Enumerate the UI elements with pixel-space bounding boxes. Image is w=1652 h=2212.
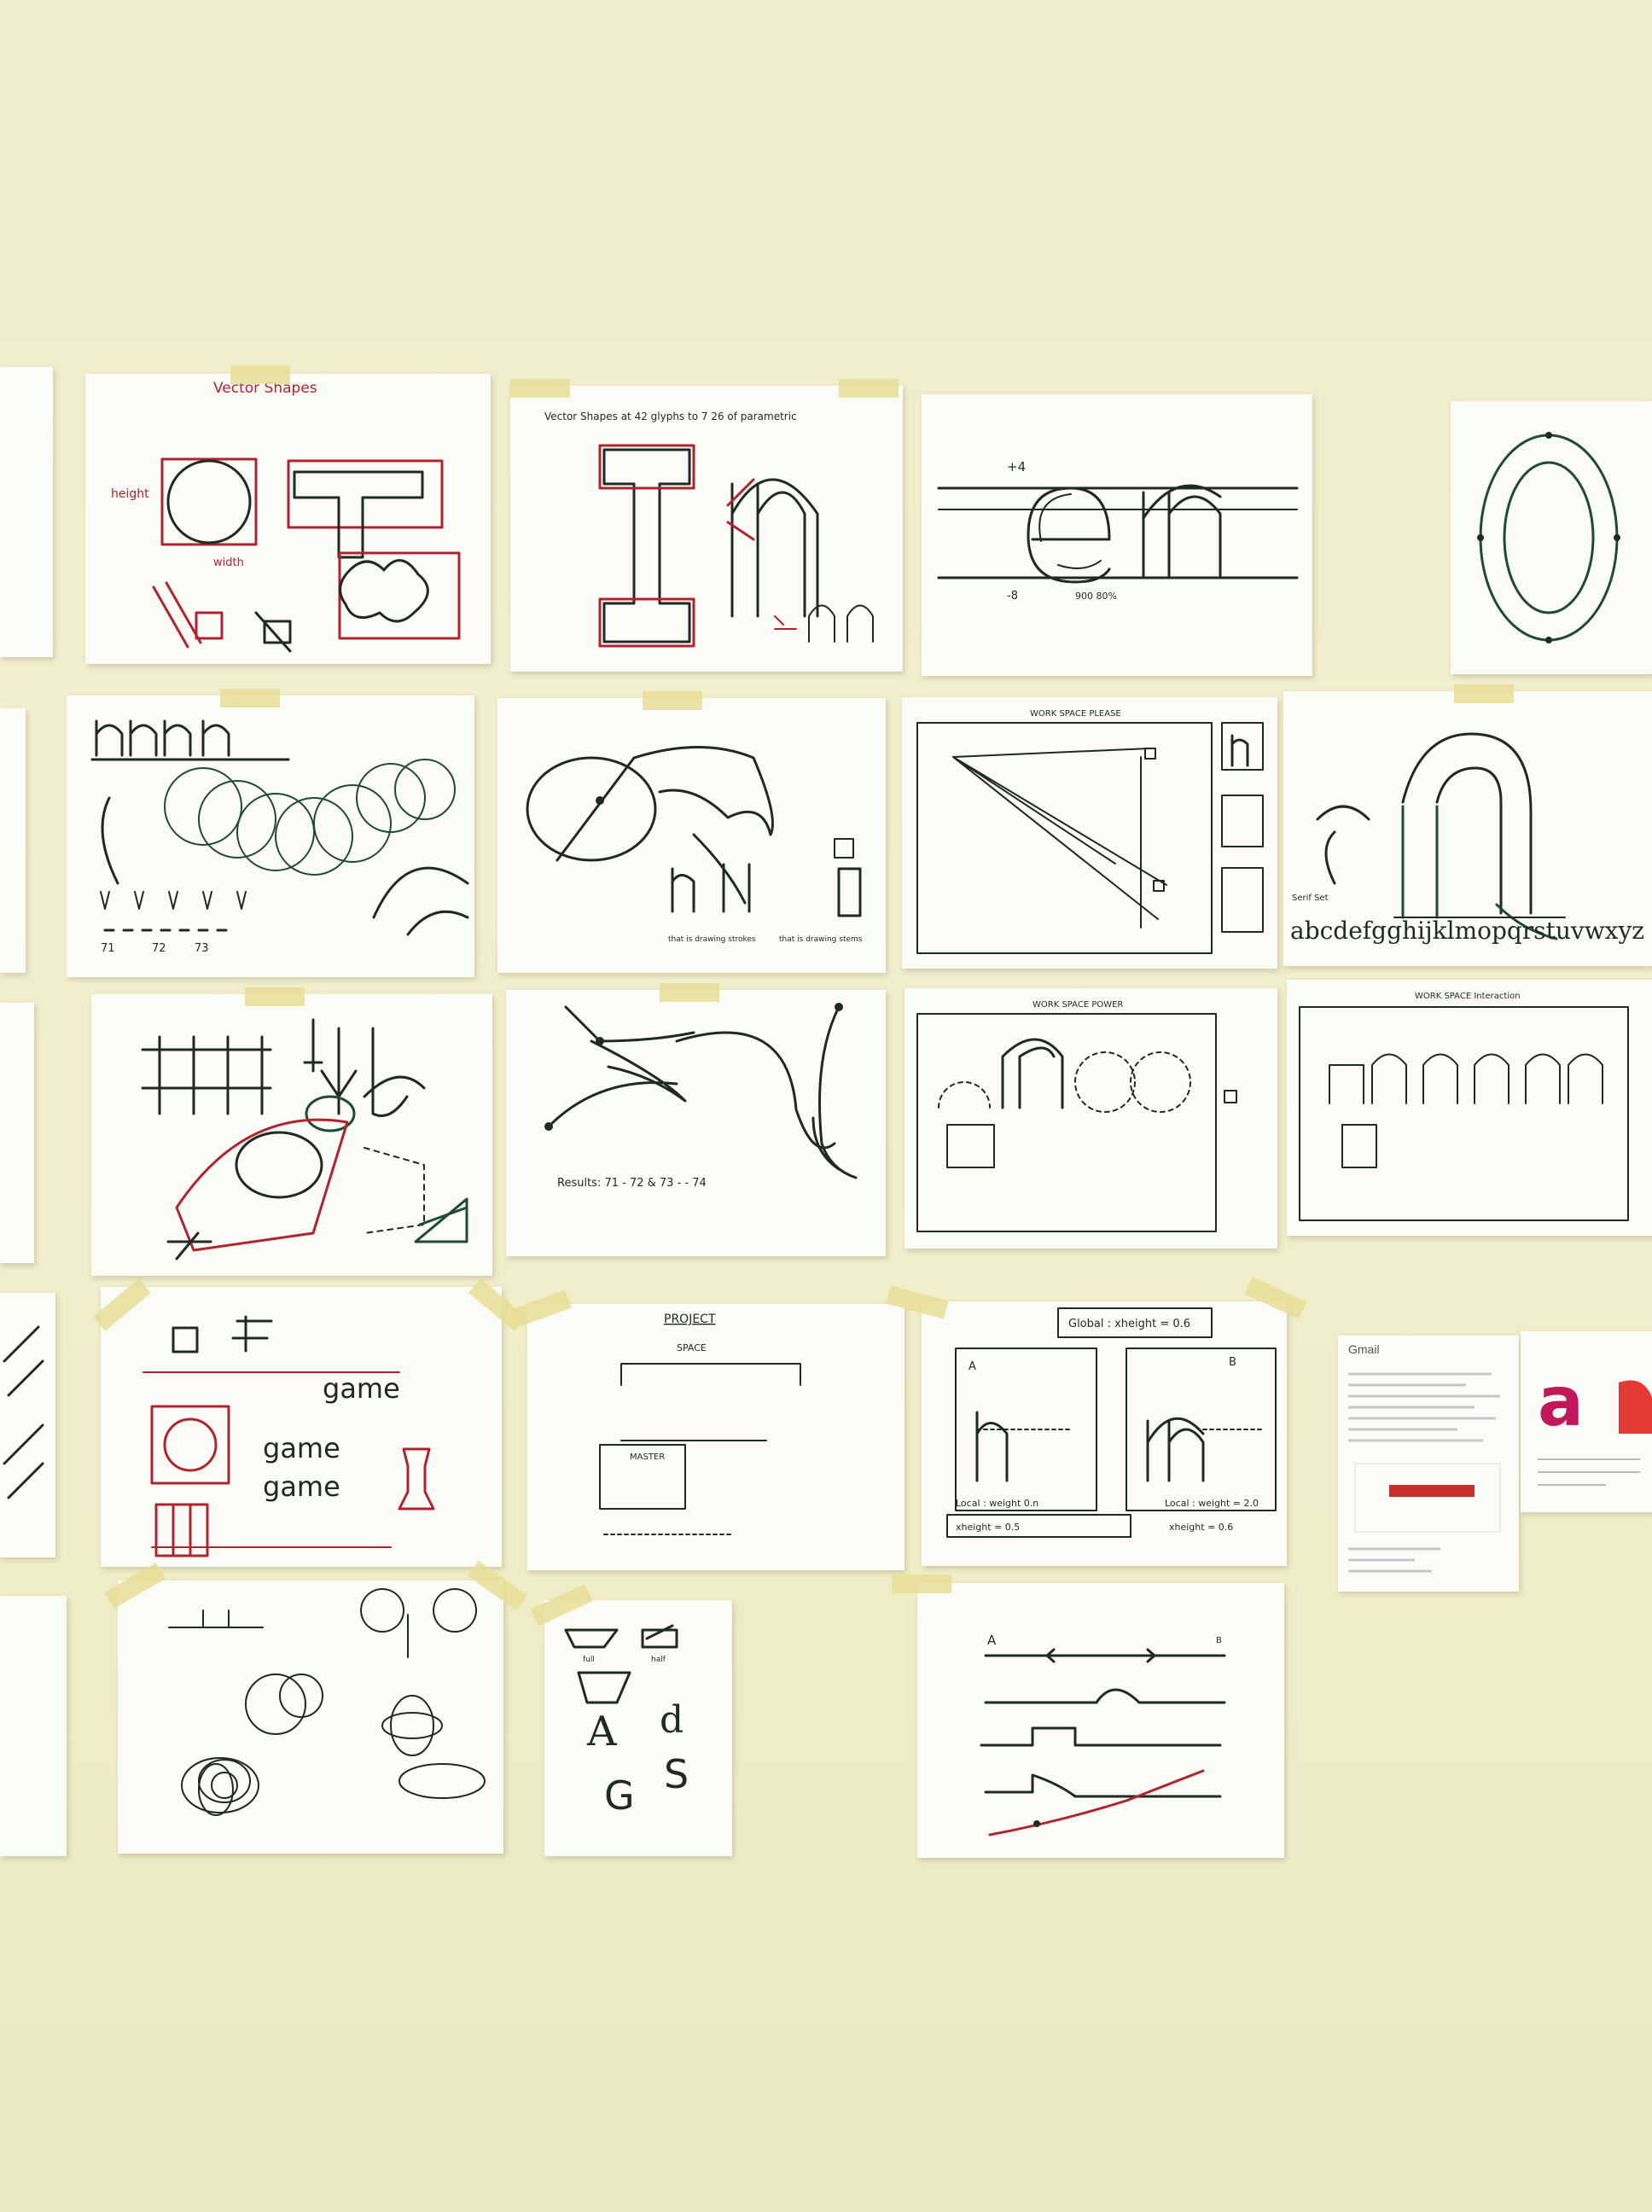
sheet-printout-a: a [1521, 1331, 1652, 1512]
sheet-left-edge-4 [0, 1293, 55, 1557]
label-72: 72 [152, 942, 166, 955]
sheet-columns [91, 987, 492, 1276]
sheet-game: game game game [93, 1278, 526, 1567]
sheet-nnnn: 71 72 73 [67, 689, 474, 977]
game-word-1: game [323, 1372, 400, 1405]
label-top: +4 [1007, 459, 1026, 474]
half-label: half [651, 1656, 666, 1664]
label-73: 73 [195, 942, 209, 955]
tape [510, 379, 570, 398]
space-label: SPACE [677, 1342, 707, 1353]
sheet-printout-gmail: Gmail [1338, 1336, 1519, 1592]
sheet-left-edge-3 [0, 1003, 34, 1263]
sheet-title: Vector Shapes at 42 glyphs to 7 26 of pa… [544, 410, 797, 422]
tape [220, 689, 280, 707]
tape [892, 1575, 951, 1593]
sheet-title: WORK SPACE Interaction [1415, 992, 1521, 1001]
label-bottom: -8 [1007, 590, 1018, 602]
sheet-left-edge-5 [0, 1596, 67, 1856]
local-b: Local : weight = 2.0 [1165, 1498, 1259, 1509]
sheet-global: Global : xheight = 0.6 A B Local : weigh… [886, 1277, 1307, 1566]
sheet-title: WORK SPACE POWER [1032, 1000, 1123, 1010]
gmail-brand: Gmail [1348, 1342, 1380, 1356]
sheet-cursive: Results: 71 - 72 & 73 - - 74 [506, 983, 886, 1256]
sheet-vector-shapes: Vector Shapes height width [85, 365, 491, 664]
serif-set-label: Serif Set [1292, 894, 1329, 903]
label-71: 71 [101, 942, 115, 955]
letter-d: d [660, 1698, 683, 1742]
sheet-en: +4 -8 900 80% [922, 394, 1312, 676]
global-header: Global : xheight = 0.6 [1068, 1318, 1190, 1330]
sheet-work-space-3: WORK SPACE Interaction [1287, 980, 1652, 1236]
local-a: Local : weight 0.n [956, 1498, 1038, 1509]
label-a: A [969, 1360, 976, 1373]
letter-G: G [604, 1773, 635, 1819]
label-right: 900 80% [1075, 591, 1117, 602]
game-word-2: game [263, 1432, 340, 1464]
xheight-b: xheight = 0.6 [1169, 1522, 1233, 1533]
sheet-alphabet: Serif Set abcdefgghijklmopqrstuvwxyz [1283, 684, 1652, 966]
height-label: height [111, 487, 149, 501]
xheight-a: xheight = 0.5 [956, 1522, 1020, 1533]
letter-a: a [1538, 1362, 1584, 1441]
curve-label-b: B [1216, 1636, 1222, 1645]
sheet-o-ring [1451, 401, 1652, 674]
sheet-left-edge-2 [0, 708, 26, 973]
tape [1454, 684, 1514, 703]
sheet-curves: A B [892, 1575, 1284, 1858]
sheet-work-space-2: WORK SPACE POWER [905, 988, 1277, 1249]
tape [839, 379, 899, 398]
sheet-project: PROJECT SPACE MASTER [509, 1289, 905, 1570]
tape [643, 691, 702, 710]
sheet-ni: that is drawing strokes that is drawing … [497, 691, 886, 973]
letter-A: A [586, 1708, 618, 1755]
project-title: PROJECT [664, 1313, 716, 1326]
svg-text:that is drawing stems: that is drawing stems [779, 935, 863, 944]
letter-S: S [664, 1751, 689, 1797]
sheet-work-space-1: WORK SPACE PLEASE [902, 697, 1277, 969]
sheet-left-edge-1 [0, 367, 53, 657]
sheet-circles [104, 1560, 527, 1854]
game-word-3: game [263, 1470, 340, 1503]
tape [245, 987, 305, 1006]
results-note: Results: 71 - 72 & 73 - - 74 [557, 1177, 707, 1190]
width-label: width [213, 556, 244, 569]
svg-text:that is drawing strokes: that is drawing strokes [668, 935, 756, 944]
curve-label-a: A [987, 1633, 997, 1648]
sheet-glyphs: full half A d G S [530, 1584, 732, 1856]
sheet-title: WORK SPACE PLEASE [1030, 709, 1121, 719]
full-label: full [583, 1656, 595, 1664]
label-b: B [1229, 1356, 1236, 1369]
master-label: MASTER [630, 1452, 665, 1462]
tape [660, 983, 719, 1002]
sheet-in: Vector Shapes at 42 glyphs to 7 26 of pa… [510, 379, 903, 672]
sheet-title: Vector Shapes [213, 380, 317, 397]
alphabet-text: abcdefgghijklmopqrstuvwxyz [1290, 917, 1644, 945]
tape [230, 365, 290, 384]
